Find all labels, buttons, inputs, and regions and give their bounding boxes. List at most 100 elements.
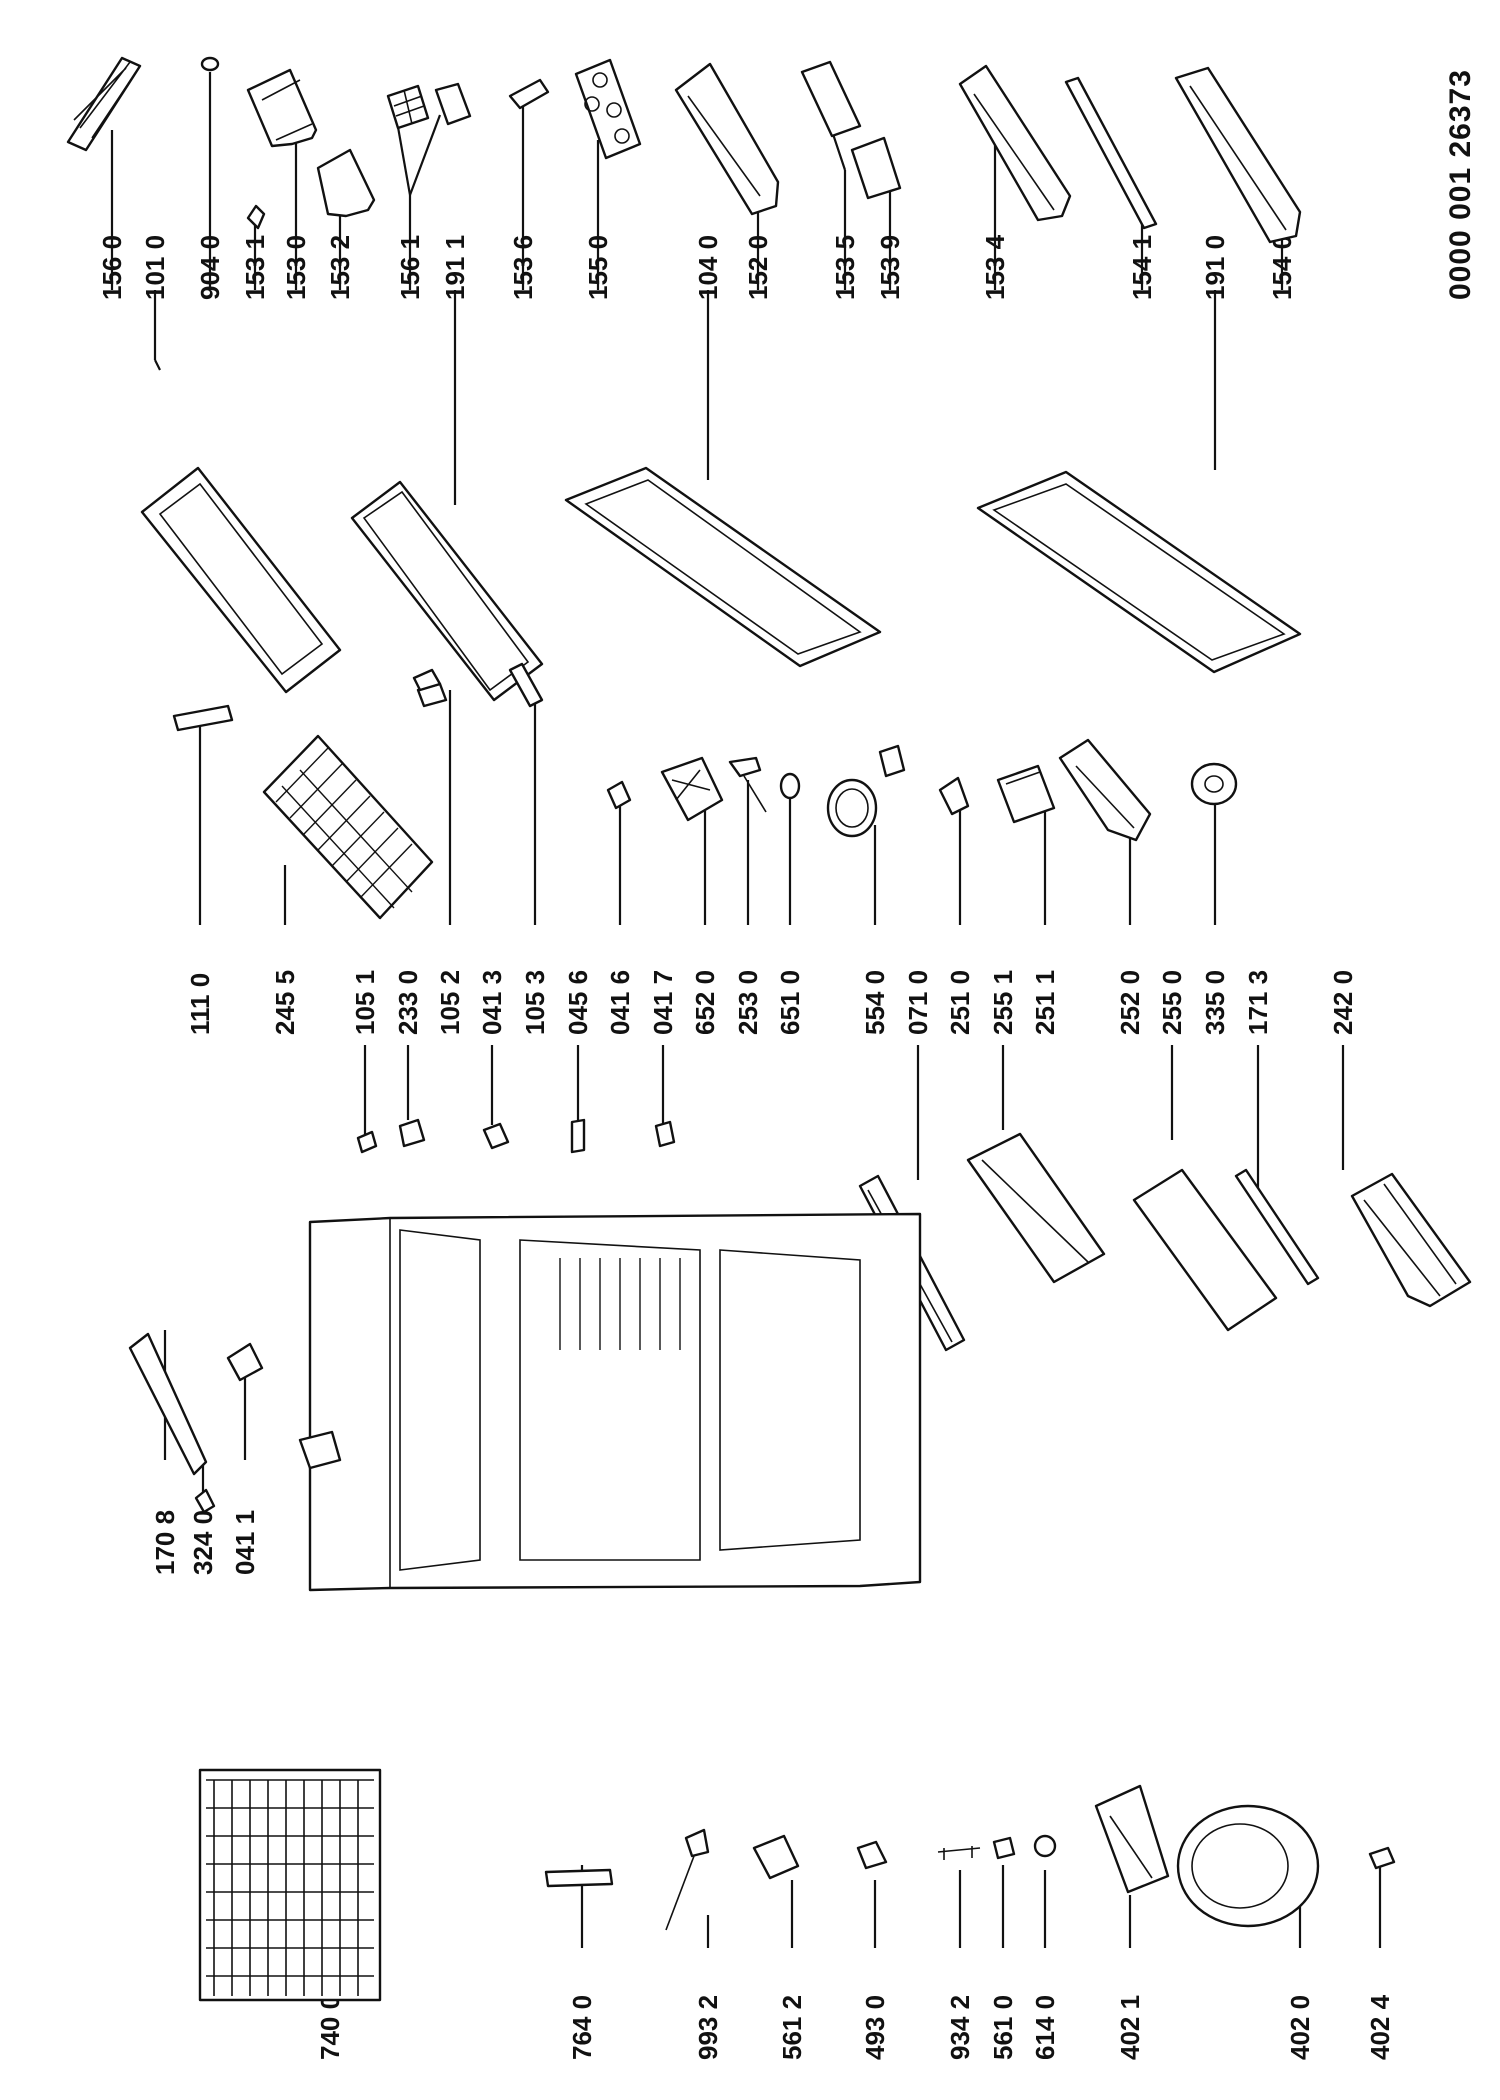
part-label: 045 6 <box>563 970 593 1035</box>
part-041-6-hinge <box>606 780 632 810</box>
part-label: 041 1 <box>230 1510 260 1575</box>
part-label: 041 7 <box>648 970 678 1035</box>
part-155-0-egg-holder <box>574 58 642 160</box>
part-245-5-wire-shelf <box>262 734 434 920</box>
part-105-3-clip <box>508 662 544 708</box>
part-label: 255 0 <box>1157 970 1187 1035</box>
part-label: 170 8 <box>150 1510 180 1575</box>
part-402-0-compressor <box>1176 1804 1320 1928</box>
part-label: 335 0 <box>1200 970 1230 1035</box>
part-764-0-dryer <box>544 1868 614 1888</box>
part-255-1-glass-shelf <box>966 1132 1106 1284</box>
part-335-0-wheel <box>1190 762 1238 806</box>
part-153-1-clip <box>246 204 266 230</box>
part-label: 764 0 <box>567 1995 597 2060</box>
part-label: 493 0 <box>860 1995 890 2060</box>
part-651-0-switch <box>779 772 801 800</box>
part-label: 251 1 <box>1030 970 1060 1035</box>
part-label: 191 1 <box>440 235 470 300</box>
part-153-0-butter-box <box>246 68 318 148</box>
part-label: 071 0 <box>903 970 933 1035</box>
part-561-0-clip <box>992 1836 1016 1860</box>
part-153-4-door-bin <box>958 64 1072 222</box>
part-242-0-crisper-drawer <box>1350 1172 1472 1308</box>
part-label: 104 0 <box>693 235 723 300</box>
part-251-0-cap <box>938 776 970 816</box>
part-045-6-pin <box>570 1118 586 1154</box>
part-156-1-ice-tray <box>386 82 472 130</box>
part-402-1-tray <box>1094 1784 1170 1894</box>
part-251-1-box <box>996 764 1056 824</box>
part-label: 171 3 <box>1243 970 1273 1035</box>
part-label: 651 0 <box>775 970 805 1035</box>
part-label: 993 2 <box>693 1995 723 2060</box>
part-105-1-screw <box>356 1130 378 1154</box>
part-252-0-crisper-cover <box>1058 738 1152 842</box>
part-233-0-block <box>398 1118 426 1148</box>
part-153-6-hinge <box>508 78 550 110</box>
part-614-0-grommet <box>1033 1834 1057 1858</box>
part-152-0-fridge-door <box>564 466 882 668</box>
part-label: 242 0 <box>1328 970 1358 1035</box>
part-label: 105 2 <box>435 970 465 1035</box>
part-label: 251 0 <box>945 970 975 1035</box>
part-label: 041 3 <box>477 970 507 1035</box>
part-105-2-hinge <box>412 668 442 692</box>
part-label: 554 0 <box>860 970 890 1035</box>
part-101-0-freezer-door <box>140 466 342 694</box>
part-402-4-mount <box>1368 1846 1396 1870</box>
part-label: 111 0 <box>185 973 215 1035</box>
part-904-0-knob <box>200 56 220 72</box>
part-label: 561 2 <box>777 1995 807 2060</box>
part-label: 101 0 <box>140 235 170 300</box>
part-label: 245 5 <box>270 970 300 1035</box>
part-041-7-hinge <box>654 1120 676 1148</box>
part-label: 614 0 <box>1030 1995 1060 2060</box>
part-label: 105 3 <box>520 970 550 1035</box>
part-154-1-rail <box>1064 76 1158 230</box>
part-156-0-egg-tray <box>66 56 142 152</box>
part-170-8-panel <box>128 1332 208 1476</box>
part-652-0-thermostat <box>660 756 724 822</box>
document-number: 0000 001 26373 <box>1444 69 1477 300</box>
part-493-0-cap <box>856 1840 888 1870</box>
label-column-cooling-parts: 740 0 764 0 993 2 561 2 493 0 934 2 561 0 614 0… <box>315 1994 1395 2060</box>
part-label: 191 0 <box>1200 235 1230 300</box>
label-column-shelf-parts: 111 0 245 5 105 1 233 0 105 2 041 3 105 3 045 6… <box>185 970 1358 1035</box>
part-934-2-wire <box>937 1846 981 1860</box>
part-label: 402 4 <box>1365 1994 1395 2060</box>
part-191-1-freezer-gasket <box>350 480 544 702</box>
part-153-2-box <box>316 148 376 218</box>
part-041-0-hinge <box>298 1430 342 1470</box>
part-label: 652 0 <box>690 970 720 1035</box>
part-324-0-clip <box>194 1488 216 1514</box>
part-111-0-bracket <box>172 704 234 732</box>
part-label: 105 1 <box>350 970 380 1035</box>
leader-lines <box>110 72 1382 1948</box>
part-191-0-fridge-gasket <box>976 470 1302 674</box>
part-label: 252 0 <box>1115 970 1145 1035</box>
part-label: 324 0 <box>188 1510 218 1575</box>
part-label: 233 0 <box>393 970 423 1035</box>
part-041-1-hinge <box>226 1342 264 1382</box>
part-label: 740 0 <box>315 1995 345 2060</box>
part-740-0-condenser <box>198 1768 382 2002</box>
part-label: 255 1 <box>988 970 1018 1035</box>
part-561-2-relay <box>752 1834 800 1880</box>
part-label: 561 0 <box>988 1995 1018 2060</box>
part-255-0-cover-plate <box>1132 1168 1278 1332</box>
part-041-3-hinge <box>482 1122 510 1150</box>
part-153-5-bottle-holder <box>800 60 902 200</box>
part-label: 402 0 <box>1285 1995 1315 2060</box>
part-171-3-rail <box>1234 1168 1320 1286</box>
part-cabinet-body <box>308 1212 922 1592</box>
part-554-0-lamp-cover <box>826 744 906 838</box>
part-253-0-sensor <box>728 756 767 813</box>
part-label: 934 2 <box>945 1995 975 2060</box>
part-104-0-door-shelf <box>674 62 780 216</box>
part-993-2-capillary <box>665 1828 710 1931</box>
part-154-0-door-balcony <box>1174 66 1302 244</box>
part-label: 041 6 <box>605 970 635 1035</box>
part-label: 253 0 <box>733 970 763 1035</box>
